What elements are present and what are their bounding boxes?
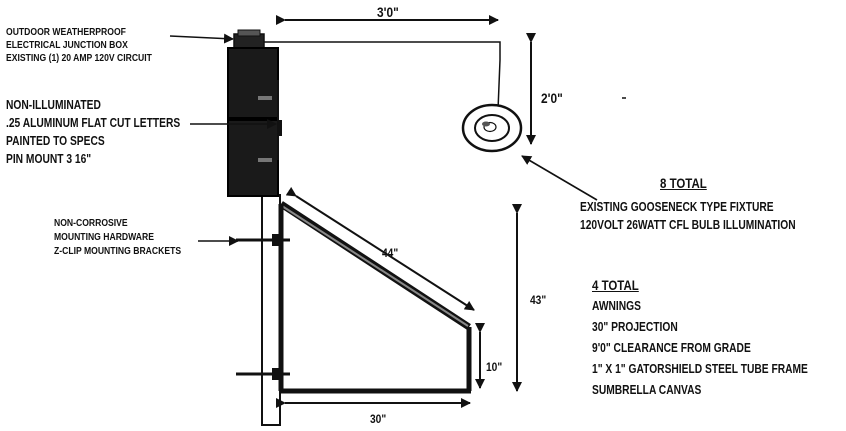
fixture-label: EXISTING GOOSENECK TYPE FIXTURE 120VOLT … [580,198,796,234]
letters-line-3: PAINTED TO SPECS [6,134,105,148]
awnings-line-1: AWNINGS [592,299,641,313]
awning-frame [278,201,472,394]
junction-box-line-2: ELECTRICAL JUNCTION BOX [6,39,128,51]
dim-height-fixture: 2'0" [541,90,563,106]
leader-arrows [169,33,598,246]
letters-label: NON-ILLUMINATED .25 ALUMINUM FLAT CUT LE… [6,96,180,168]
fixture-line-2: 120VOLT 26WATT CFL BULB ILLUMINATION [580,218,796,232]
wall-post [261,194,281,426]
awnings-line-3: 9'0" CLEARANCE FROM GRADE [592,341,751,355]
dim-width-top: 3'0" [377,4,399,20]
letters-line-2: .25 ALUMINUM FLAT CUT LETTERS [6,116,181,130]
junction-box [233,29,265,49]
awnings-line-2: 30" PROJECTION [592,320,678,334]
dim-projection: 30" [370,412,387,426]
awnings-line-5: SUMBRELLA CANVAS [592,383,702,397]
fixture-total: 8 TOTAL [660,175,707,191]
awnings-total: 4 TOTAL [592,277,639,293]
hardware-line-3: Z-CLIP MOUNTING BRACKETS [54,245,182,257]
dim-diagonal: 44" [382,246,399,260]
letters-line-1: NON-ILLUMINATED [6,98,101,112]
sign-panels [227,47,282,197]
dimension-lines [276,15,536,408]
dim-front-height: 10" [486,360,503,374]
hardware-label: NON-CORROSIVE MOUNTING HARDWARE Z-CLIP M… [54,216,181,258]
hardware-line-1: NON-CORROSIVE [54,217,128,229]
gooseneck-fixture [264,41,523,153]
dim-height-awning: 43" [530,293,547,307]
awnings-label: AWNINGS 30" PROJECTION 9'0" CLEARANCE FR… [592,296,808,401]
fixture-line-1: EXISTING GOOSENECK TYPE FIXTURE [580,200,774,214]
junction-box-line-1: OUTDOOR WEATHERPROOF [6,26,126,38]
hardware-line-2: MOUNTING HARDWARE [54,231,154,243]
awnings-line-4: 1" X 1" GATORSHIELD STEEL TUBE FRAME [592,362,808,376]
mounting-brackets [236,234,290,380]
junction-box-label: OUTDOOR WEATHERPROOF ELECTRICAL JUNCTION… [6,26,152,65]
letters-line-4: PIN MOUNT 3 16" [6,152,92,166]
junction-box-line-3: EXISTING (1) 20 AMP 120V CIRCUIT [6,52,152,64]
